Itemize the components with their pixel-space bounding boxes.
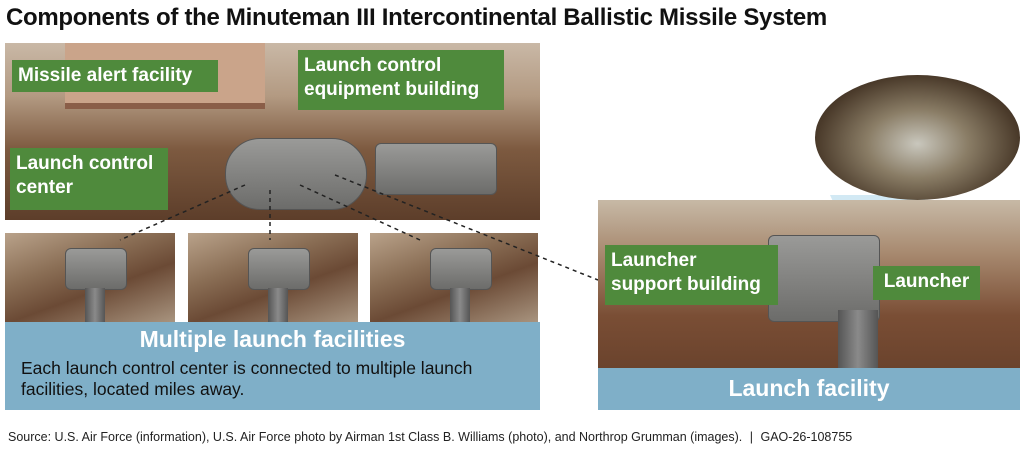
source-note: Source: U.S. Air Force (information), U.… — [8, 430, 853, 444]
launch-facility-caption: Launch facility — [598, 368, 1020, 410]
caption-text: Each launch control center is connected … — [21, 358, 473, 399]
label-launch-control-equipment-building: Launch control equipment building — [298, 50, 504, 110]
label-launch-control-center: Launch control center — [10, 148, 168, 210]
equipment-building — [375, 143, 497, 195]
label-missile-alert-facility: Missile alert facility — [12, 60, 218, 92]
launch-control-center-capsule — [225, 138, 367, 210]
silo-photo — [815, 75, 1020, 200]
launch-facility-thumbnail-2 — [188, 233, 358, 323]
launcher-silo — [838, 310, 878, 370]
launch-facility-thumbnail-1 — [5, 233, 175, 323]
label-launcher-support-building: Launcher support building — [605, 245, 778, 305]
label-launcher: Launcher — [873, 266, 980, 300]
caption-heading: Multiple launch facilities — [139, 326, 406, 352]
report-id: GAO-26-108755 — [760, 430, 853, 444]
launch-facility-thumbnail-3 — [370, 233, 538, 323]
multiple-launch-facilities-caption: Multiple launch facilities Each launch c… — [5, 322, 540, 410]
figure-title: Components of the Minuteman III Intercon… — [6, 4, 827, 31]
launcher-support-building — [768, 235, 880, 322]
source-text: Source: U.S. Air Force (information), U.… — [8, 430, 743, 444]
